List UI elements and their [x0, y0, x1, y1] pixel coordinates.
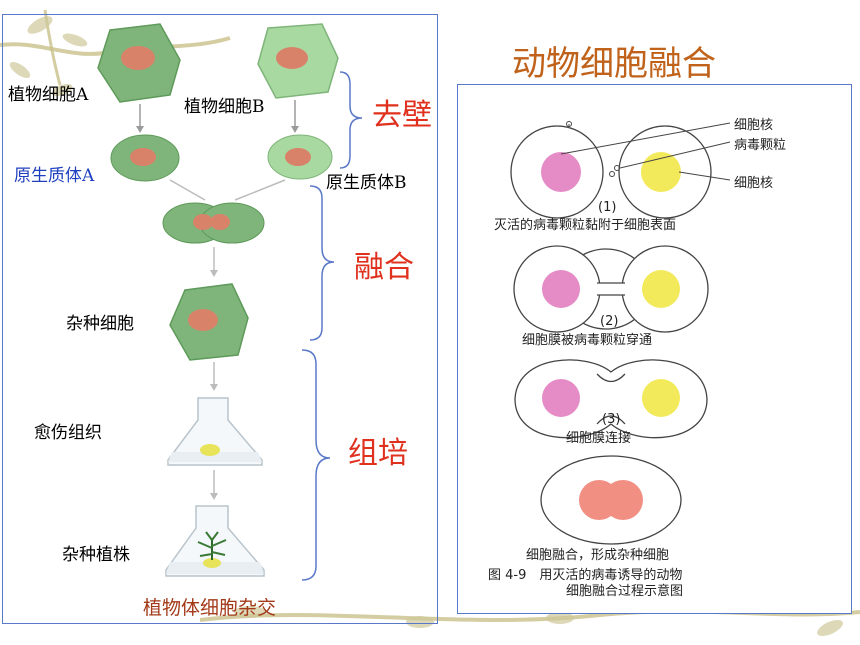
step2-cells — [513, 245, 709, 333]
step1-number: (1) — [598, 200, 617, 215]
animal-fusion-diagram — [510, 121, 731, 545]
label-hybrid-cell: 杂种细胞 — [66, 314, 134, 334]
protoplast-a — [110, 134, 180, 182]
step2-text: 细胞膜被病毒颗粒穿通 — [522, 333, 653, 348]
hybrid-plant-flask — [165, 505, 265, 577]
step1-cells — [510, 121, 731, 219]
stage-fusion: 融合 — [354, 250, 414, 285]
stage-culture: 组培 — [348, 436, 408, 471]
brace-culture — [301, 349, 331, 581]
step4-text: 细胞融合，形成杂种细胞 — [526, 548, 670, 563]
plant-cell-a — [97, 23, 181, 103]
fusing-protoplasts — [162, 202, 265, 244]
label-hybrid-plant: 杂种植株 — [62, 545, 130, 565]
plant-panel-frame — [2, 14, 438, 624]
figure-caption-line1: 图 4-9 用灭活的病毒诱导的动物 — [488, 568, 683, 583]
label-nucleus-top: 细胞核 — [734, 118, 774, 133]
protoplast-b — [267, 134, 333, 180]
label-protoplast-b: 原生质体B — [326, 173, 407, 193]
label-nucleus-right: 细胞核 — [734, 176, 774, 191]
step3-number: (3) — [602, 412, 621, 427]
label-callus: 愈伤组织 — [34, 423, 102, 443]
step3-cells — [514, 359, 708, 439]
plant-caption: 植物体细胞杂交 — [143, 597, 277, 619]
page-title: 动物细胞融合 — [512, 44, 716, 84]
figure-caption-line2: 细胞融合过程示意图 — [566, 584, 684, 599]
step4-hybrid-cell — [540, 455, 682, 545]
plant-cell-b — [257, 23, 339, 99]
label-virus-particle: 病毒颗粒 — [734, 138, 787, 153]
brace-remove-wall — [339, 71, 363, 169]
label-plant-cell-a: 植物细胞A — [8, 85, 89, 105]
step1-text: 灭活的病毒颗粒黏附于细胞表面 — [494, 218, 677, 233]
plant-hybridization-diagram — [97, 23, 363, 581]
step3-text: 细胞膜连接 — [566, 431, 632, 446]
hybrid-cell — [169, 283, 249, 361]
stage-remove-wall: 去壁 — [372, 98, 432, 133]
callus-flask — [167, 397, 263, 466]
step2-number: (2) — [600, 314, 619, 329]
brace-fusion — [309, 185, 335, 341]
label-plant-cell-b: 植物细胞B — [184, 97, 265, 117]
label-protoplast-a: 原生质体A — [14, 166, 95, 186]
